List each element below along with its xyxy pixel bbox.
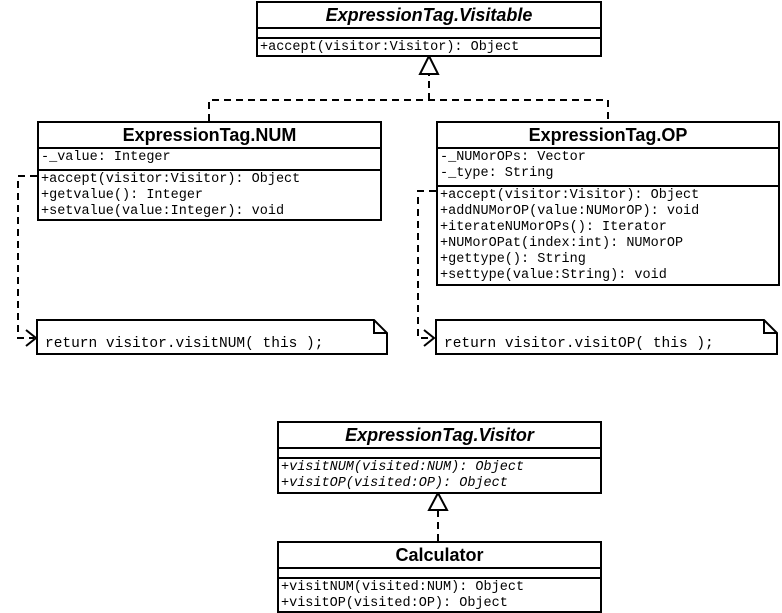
- operation: +accept(visitor:Visitor): Object: [41, 172, 301, 187]
- class-box-visitor[interactable]: ExpressionTag.Visitor +visitNUM(visited:…: [277, 421, 602, 494]
- note-shape-op: [435, 319, 778, 355]
- operation: +iterateNUMorOPs(): Iterator: [440, 220, 667, 235]
- note-shape-num: [36, 319, 388, 355]
- class-box-op[interactable]: ExpressionTag.OP -_NUMorOPs: Vector -_ty…: [436, 121, 780, 286]
- operation: +visitOP(visited:OP): Object: [281, 476, 508, 491]
- class-box-visitable[interactable]: ExpressionTag.Visitable +accept(visitor:…: [256, 1, 602, 57]
- note-link-num: [17, 175, 37, 339]
- operation: +getvalue(): Integer: [41, 188, 204, 203]
- realization-line-num: [208, 99, 609, 121]
- attribute: -_value: Integer: [41, 150, 171, 165]
- operation: +accept(visitor:Visitor): Object: [260, 40, 520, 55]
- attributes-compartment: [279, 449, 600, 459]
- class-name: ExpressionTag.OP: [438, 123, 778, 149]
- operation: +setvalue(value:Integer): void: [41, 204, 285, 219]
- note-text-num: return visitor.visitNUM( this );: [45, 336, 324, 352]
- class-box-num[interactable]: ExpressionTag.NUM -_value: Integer +acce…: [37, 121, 382, 221]
- operation: +visitNUM(visited:NUM): Object: [281, 580, 525, 595]
- realization-arrowhead-visitable: [418, 53, 440, 75]
- operation: +settype(value:String): void: [440, 268, 667, 283]
- attributes-compartment: [258, 29, 600, 39]
- operations-compartment: +accept(visitor:Visitor): Object +addNUM…: [438, 187, 778, 284]
- class-name: Calculator: [279, 543, 600, 569]
- class-name: ExpressionTag.Visitable: [258, 3, 600, 29]
- class-box-calculator[interactable]: Calculator +visitNUM(visited:NUM): Objec…: [277, 541, 602, 613]
- operation: +visitOP(visited:OP): Object: [281, 596, 508, 611]
- class-name: ExpressionTag.Visitor: [279, 423, 600, 449]
- attributes-compartment: [279, 569, 600, 579]
- class-name: ExpressionTag.NUM: [39, 123, 380, 149]
- operations-compartment: +visitNUM(visited:NUM): Object +visitOP(…: [279, 459, 600, 492]
- operations-compartment: +accept(visitor:Visitor): Object: [258, 39, 600, 56]
- attribute: -_NUMorOPs: Vector: [440, 150, 586, 165]
- operation: +addNUMorOP(value:NUMorOP): void: [440, 204, 700, 219]
- note-text-op: return visitor.visitOP( this );: [444, 336, 714, 352]
- operations-compartment: +accept(visitor:Visitor): Object +getval…: [39, 171, 380, 220]
- attribute: -_type: String: [440, 166, 554, 181]
- operation: +gettype(): String: [440, 252, 586, 267]
- operations-compartment: +visitNUM(visited:NUM): Object +visitOP(…: [279, 579, 600, 612]
- note-link-op: [417, 190, 436, 339]
- operation: +NUMorOPat(index:int): NUMorOP: [440, 236, 684, 251]
- note-arrowhead-op: [423, 329, 436, 347]
- operation: +accept(visitor:Visitor): Object: [440, 188, 700, 203]
- realization-arrowhead-visitor: [427, 490, 449, 511]
- attributes-compartment: -_value: Integer: [39, 149, 380, 171]
- attributes-compartment: -_NUMorOPs: Vector -_type: String: [438, 149, 778, 187]
- operation: +visitNUM(visited:NUM): Object: [281, 460, 525, 475]
